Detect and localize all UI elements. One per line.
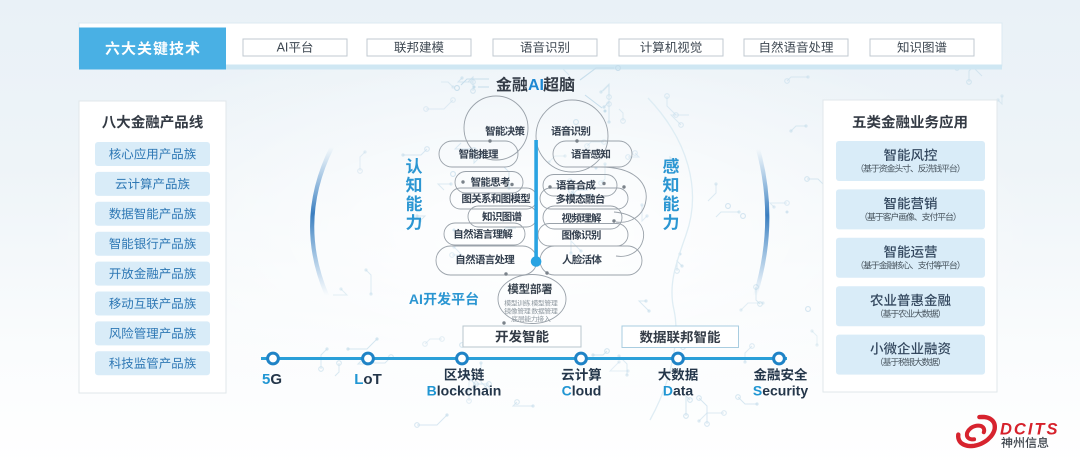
svg-text:G: G bbox=[270, 371, 282, 388]
svg-text:oT: oT bbox=[363, 371, 381, 388]
svg-text:D: D bbox=[663, 383, 673, 399]
svg-text:5: 5 bbox=[262, 371, 270, 388]
svg-text:AI: AI bbox=[528, 77, 544, 94]
svg-text:B: B bbox=[427, 383, 437, 399]
svg-text:loud: loud bbox=[572, 383, 602, 399]
svg-text:lockchain: lockchain bbox=[437, 383, 502, 399]
svg-text:S: S bbox=[753, 383, 762, 399]
svg-text:ata: ata bbox=[673, 383, 693, 399]
svg-text:DCITS: DCITS bbox=[1000, 421, 1060, 439]
svg-text:C: C bbox=[562, 383, 572, 399]
svg-text:AI: AI bbox=[409, 291, 423, 307]
svg-text:AI: AI bbox=[277, 41, 289, 55]
svg-text:L: L bbox=[354, 371, 363, 388]
svg-text:ecurity: ecurity bbox=[762, 383, 808, 399]
